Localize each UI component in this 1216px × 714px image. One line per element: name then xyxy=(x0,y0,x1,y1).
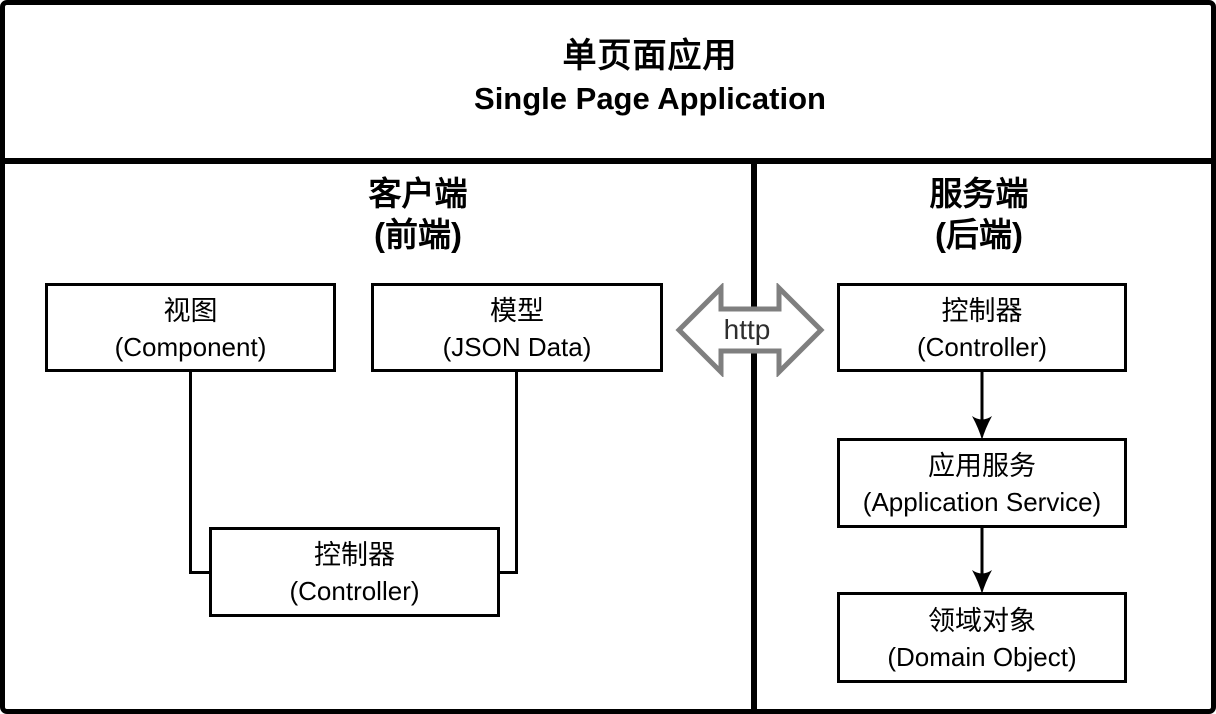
client-controller-label-en: (Controller) xyxy=(289,576,420,606)
client-model-box: 模型 (JSON Data) xyxy=(371,283,663,372)
client-server-divider-line xyxy=(751,164,757,709)
domain-object-label-en: (Domain Object) xyxy=(887,641,1077,672)
client-controller-label-zh: 控制器 xyxy=(314,540,395,570)
connector-view-to-controller-stub xyxy=(189,571,212,574)
arrow-controller-to-application-service-icon xyxy=(972,372,992,440)
server-application-service-box: 应用服务 (Application Service) xyxy=(837,438,1127,528)
model-label-en: (JSON Data) xyxy=(442,331,592,362)
http-double-arrow-icon xyxy=(675,283,825,377)
connector-model-to-controller-stub xyxy=(497,571,518,574)
title-zh: 单页面应用 xyxy=(562,37,738,75)
server-header-zh: 服务端 xyxy=(929,175,1029,212)
title-separator-line xyxy=(5,158,1211,164)
server-header-en: (后端) xyxy=(935,216,1023,253)
application-service-label-zh: 应用服务 xyxy=(928,451,1036,481)
connector-view-to-controller-vertical xyxy=(189,372,192,574)
model-label-zh: 模型 xyxy=(490,295,544,326)
title-en: Single Page Application xyxy=(474,81,826,116)
http-label: http xyxy=(723,314,771,345)
domain-object-label-zh: 领域对象 xyxy=(928,605,1036,636)
server-domain-object-box: 领域对象 (Domain Object) xyxy=(837,592,1127,683)
client-header-zh: 客户端 xyxy=(368,175,468,212)
server-column-header: 服务端 (后端) xyxy=(679,173,1211,255)
view-label-en: (Component) xyxy=(114,331,267,362)
application-service-label-en: (Application Service) xyxy=(862,487,1102,517)
server-controller-box: 控制器 (Controller) xyxy=(837,283,1127,372)
arrow-application-service-to-domain-object-icon xyxy=(972,528,992,594)
server-controller-label-en: (Controller) xyxy=(916,331,1048,362)
client-view-box: 视图 (Component) xyxy=(45,283,336,372)
view-label-zh: 视图 xyxy=(163,295,218,326)
connector-model-to-controller-vertical xyxy=(515,372,518,574)
server-controller-label-zh: 控制器 xyxy=(941,295,1023,326)
diagram-title: 单页面应用 Single Page Application xyxy=(350,33,950,119)
client-header-en: (前端) xyxy=(374,216,462,253)
client-column-header: 客户端 (前端) xyxy=(118,173,718,255)
client-controller-box: 控制器 (Controller) xyxy=(209,527,500,617)
